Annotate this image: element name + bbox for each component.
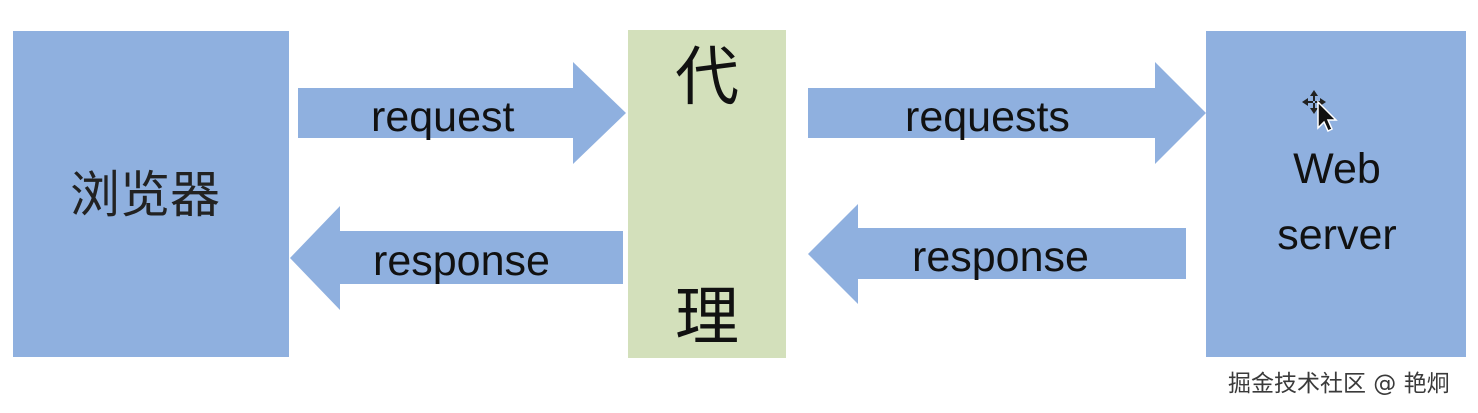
response-label-left: response — [373, 237, 550, 285]
proxy-label-top: 代 — [675, 41, 739, 115]
web-server-node — [1206, 31, 1466, 357]
browser-label: 浏览器 — [70, 166, 220, 224]
response-arrow-left — [290, 206, 623, 310]
web-server-label-line2: server — [1277, 211, 1397, 259]
move-cursor-icon — [1302, 90, 1338, 132]
request-label: request — [371, 93, 515, 141]
response-label-right: response — [912, 233, 1089, 281]
request-arrow — [298, 62, 626, 164]
web-server-label: Web server — [1206, 136, 1468, 268]
requests-label: requests — [905, 93, 1070, 141]
proxy-label-bottom: 理 — [675, 281, 739, 355]
proxy-node — [628, 30, 786, 358]
watermark: 掘金技术社区 @ 艳炯 — [1228, 371, 1450, 397]
web-server-label-line1: Web — [1293, 145, 1381, 193]
requests-arrow — [808, 62, 1206, 164]
response-arrow-right — [808, 204, 1186, 304]
browser-node — [13, 31, 289, 357]
